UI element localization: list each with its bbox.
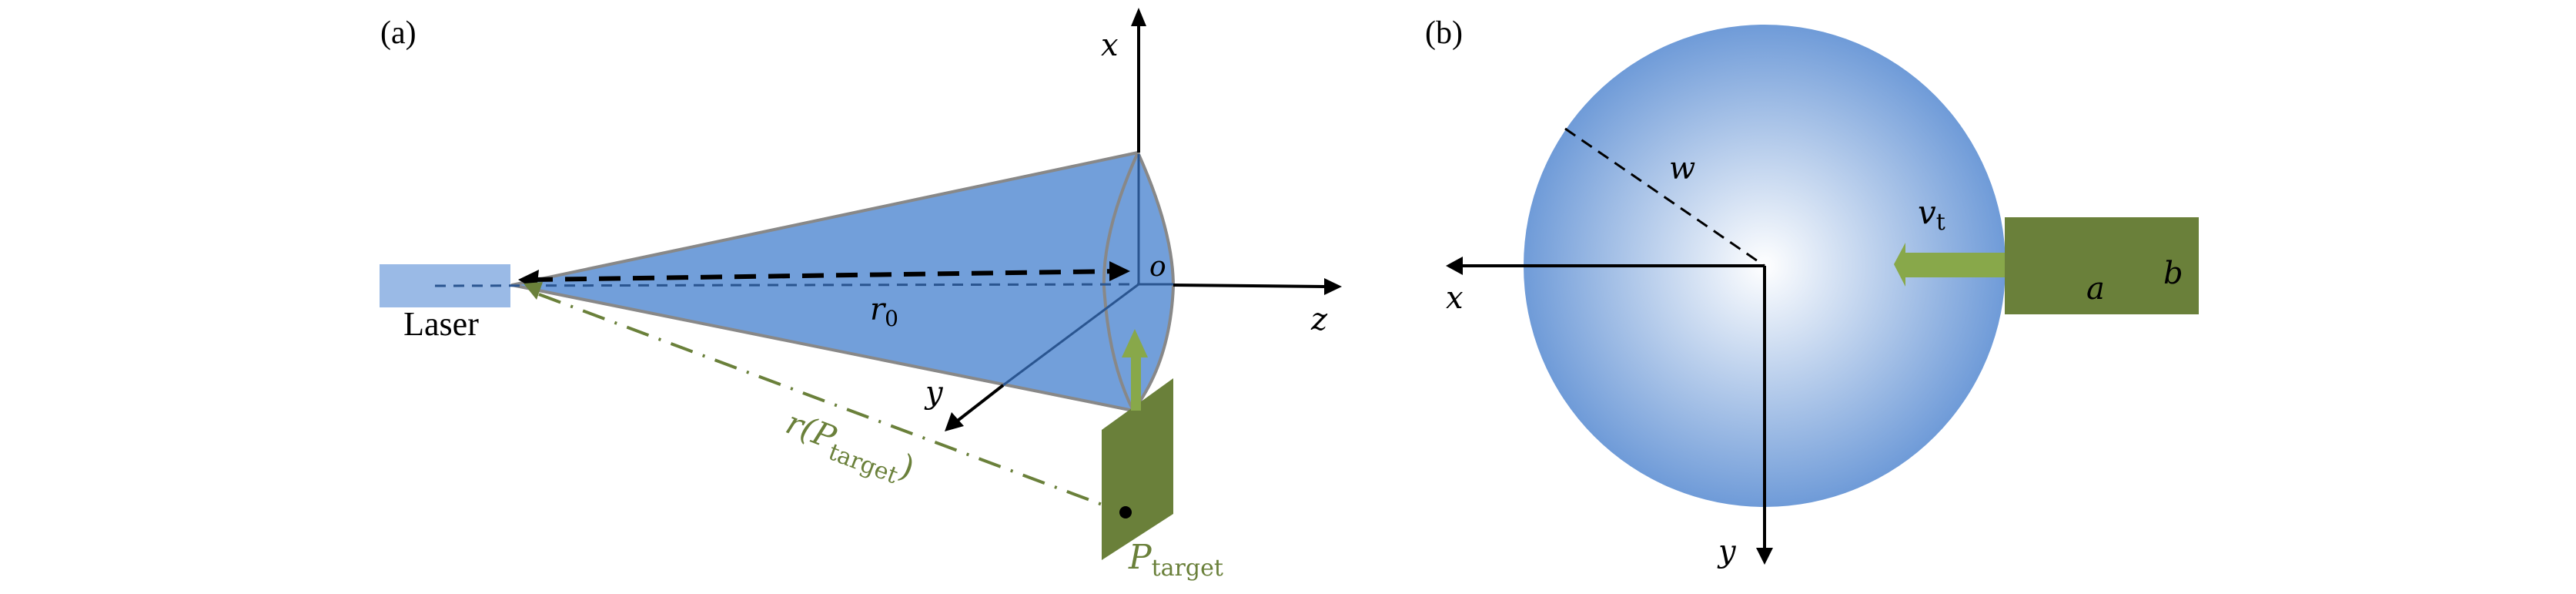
b-x-axis-label: x	[1446, 280, 1464, 316]
panel-a: (a) Laser r0 x z o y	[380, 8, 1342, 582]
x-axis-label: x	[1101, 28, 1119, 63]
z-axis-arrowhead	[1324, 278, 1342, 295]
panel-b: (b) w x y a b vt	[1425, 15, 2199, 569]
b-y-axis-label: y	[1717, 534, 1737, 569]
laser-label: Laser	[403, 305, 479, 343]
target-dim-b: b	[2163, 256, 2183, 291]
velocity-arrow-head	[1122, 329, 1148, 357]
target-point-label: Ptarget	[1128, 538, 1223, 582]
panel-a-tag: (a)	[380, 15, 417, 51]
target-distance-label: r(Ptarget)	[778, 404, 920, 495]
b-y-axis-arrowhead	[1756, 548, 1773, 565]
beam-cone	[510, 151, 1175, 412]
r0-arrowhead-right	[1109, 261, 1130, 281]
r0-label: r0	[870, 292, 898, 331]
target-distance-line	[538, 293, 1113, 510]
y-axis-arrowhead	[945, 412, 964, 431]
inner-y-axis	[1002, 283, 1139, 387]
y-axis	[953, 384, 1005, 425]
panel-b-tag: (b)	[1425, 15, 1463, 51]
target-block	[2005, 217, 2199, 314]
x-axis-arrowhead	[1131, 8, 1146, 26]
target-distance-arrowhead	[524, 282, 543, 300]
beam-cross-section-edge	[1102, 152, 1139, 411]
b-velocity-arrow-head	[1894, 243, 1905, 287]
beam-centerline	[434, 283, 1139, 287]
y-axis-label: y	[924, 375, 944, 411]
velocity-arrow-shaft	[1131, 356, 1141, 411]
target-dim-a: a	[2086, 271, 2105, 307]
r0-distance-line	[530, 269, 1121, 282]
beam-radius-line	[1564, 127, 1765, 267]
z-axis-label: z	[1310, 302, 1328, 337]
origin-label: o	[1149, 251, 1166, 283]
b-x-axis-arrowhead	[1446, 257, 1463, 275]
b-velocity-arrow-shaft	[1904, 253, 2005, 277]
velocity-label: vt	[1918, 193, 1945, 236]
target-plate	[1102, 378, 1173, 560]
beam-radius-label: w	[1669, 151, 1695, 186]
target-point	[1119, 506, 1132, 518]
z-axis	[1173, 284, 1326, 288]
